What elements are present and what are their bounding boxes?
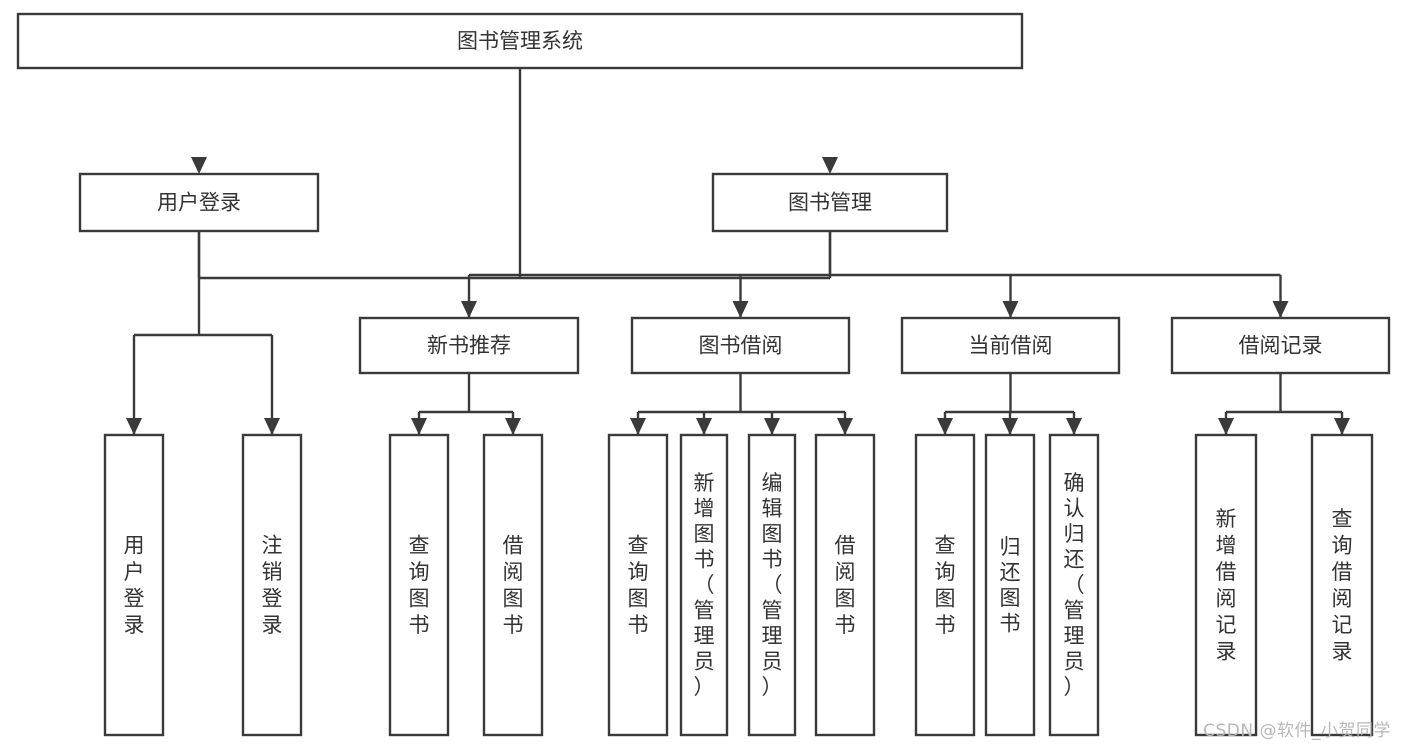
arrow-head-icon-user-login-0: [126, 418, 142, 435]
node-leaf-user-logout[interactable]: 注销登录: [241, 433, 303, 737]
node-label-book-manage: 图书管理: [788, 191, 872, 215]
node-label-current-borrow: 当前借阅: [969, 334, 1053, 358]
node-label-leaf-query-book-1: 查询图书: [409, 534, 430, 638]
arrow-head-icon-book-manage-1: [732, 301, 749, 318]
node-layer: 图书管理系统用户登录图书管理新书推荐图书借阅当前借阅借阅记录用户登录注销登录查询…: [16, 12, 1391, 737]
node-box-user-login: [78, 172, 320, 233]
node-leaf-borrow-book-2[interactable]: 借阅图书: [814, 433, 876, 737]
node-label-leaf-borrow-book-1: 借阅图书: [503, 534, 524, 638]
node-box-leaf-user-logout: [241, 433, 303, 737]
node-leaf-query-book-1[interactable]: 查询图书: [388, 433, 450, 737]
node-box-root: [16, 12, 1024, 70]
node-box-leaf-query-record: [1310, 433, 1374, 737]
node-label-borrow-record: 借阅记录: [1239, 334, 1323, 358]
node-user-login[interactable]: 用户登录: [78, 172, 320, 233]
arrow-head-icon-root-1: [822, 157, 838, 174]
node-book-manage[interactable]: 图书管理: [711, 172, 949, 233]
node-new-book-recommend[interactable]: 新书推荐: [358, 316, 580, 375]
node-box-leaf-borrow-book-1: [482, 433, 544, 737]
node-box-leaf-query-book-3: [914, 433, 976, 737]
node-leaf-query-record[interactable]: 查询借阅记录: [1310, 433, 1374, 737]
node-box-leaf-return-book: [984, 433, 1036, 737]
node-borrow-record[interactable]: 借阅记录: [1170, 316, 1391, 375]
watermark-label: CSDN @软件_小贺同学: [1203, 721, 1391, 741]
node-label-root: 图书管理系统: [457, 29, 583, 53]
node-label-leaf-user-logout: 注销登录: [262, 534, 283, 638]
node-label-leaf-add-book: 新增图书（管理员）: [694, 471, 715, 699]
node-box-leaf-add-book: [679, 433, 729, 737]
arrow-head-icon-book-borrow-3: [837, 418, 853, 435]
node-leaf-confirm-return[interactable]: 确认归还（管理员）: [1048, 433, 1100, 737]
node-label-leaf-query-book-3: 查询图书: [935, 534, 956, 638]
node-label-new-book-recommend: 新书推荐: [427, 334, 511, 358]
node-label-leaf-borrow-book-2: 借阅图书: [835, 534, 856, 638]
node-label-leaf-query-book-2: 查询图书: [628, 534, 649, 638]
arrow-head-icon-book-borrow-1: [696, 418, 712, 435]
arrow-head-icon-book-borrow-0: [630, 418, 646, 435]
node-label-leaf-query-record: 查询借阅记录: [1332, 507, 1353, 664]
node-box-leaf-user-login: [103, 433, 165, 737]
arrow-head-icon-new-book-recommend-1: [505, 418, 521, 435]
node-leaf-return-book[interactable]: 归还图书: [984, 433, 1036, 737]
node-label-leaf-return-book: 归还图书: [1000, 535, 1021, 636]
node-box-current-borrow: [900, 316, 1121, 375]
arrow-head-icon-root-0: [191, 157, 207, 174]
node-label-book-borrow: 图书借阅: [699, 334, 783, 358]
node-book-borrow[interactable]: 图书借阅: [630, 316, 851, 375]
node-label-leaf-user-login: 用户登录: [124, 534, 145, 638]
node-label-leaf-confirm-return: 确认归还（管理员）: [1064, 471, 1085, 699]
node-box-leaf-add-record: [1194, 433, 1258, 737]
node-leaf-add-book[interactable]: 新增图书（管理员）: [679, 433, 729, 737]
arrow-head-icon-current-borrow-2: [1066, 418, 1082, 435]
node-box-leaf-borrow-book-2: [814, 433, 876, 737]
node-current-borrow[interactable]: 当前借阅: [900, 316, 1121, 375]
arrow-head-icon-current-borrow-0: [937, 418, 953, 435]
node-box-leaf-query-book-2: [607, 433, 669, 737]
node-box-book-manage: [711, 172, 949, 233]
arrow-head-icon-new-book-recommend-0: [411, 418, 427, 435]
node-box-leaf-query-book-1: [388, 433, 450, 737]
arrow-head-icon-book-manage-0: [461, 301, 477, 318]
node-root[interactable]: 图书管理系统: [16, 12, 1024, 70]
node-leaf-query-book-2[interactable]: 查询图书: [607, 433, 669, 737]
connector-layer: [126, 68, 1350, 435]
arrow-head-icon-user-login-1: [264, 418, 280, 435]
arrow-head-icon-current-borrow-1: [1002, 418, 1018, 435]
arrow-head-icon-borrow-record-1: [1334, 418, 1350, 435]
node-label-leaf-edit-book: 编辑图书（管理员）: [762, 471, 783, 699]
arrow-head-icon-book-manage-3: [1272, 301, 1289, 318]
node-leaf-edit-book[interactable]: 编辑图书（管理员）: [747, 433, 797, 737]
arrow-head-icon-book-borrow-2: [764, 418, 780, 435]
node-box-new-book-recommend: [358, 316, 580, 375]
node-label-leaf-add-record: 新增借阅记录: [1216, 507, 1237, 664]
node-box-leaf-edit-book: [747, 433, 797, 737]
arrow-head-icon-book-manage-2: [1002, 301, 1019, 318]
node-leaf-user-login[interactable]: 用户登录: [103, 433, 165, 737]
arrow-head-icon-borrow-record-0: [1218, 418, 1234, 435]
node-leaf-add-record[interactable]: 新增借阅记录: [1194, 433, 1258, 737]
node-box-book-borrow: [630, 316, 851, 375]
node-leaf-borrow-book-1[interactable]: 借阅图书: [482, 433, 544, 737]
node-leaf-query-book-3[interactable]: 查询图书: [914, 433, 976, 737]
node-label-user-login: 用户登录: [157, 191, 241, 215]
node-box-leaf-confirm-return: [1048, 433, 1100, 737]
node-box-borrow-record: [1170, 316, 1391, 375]
